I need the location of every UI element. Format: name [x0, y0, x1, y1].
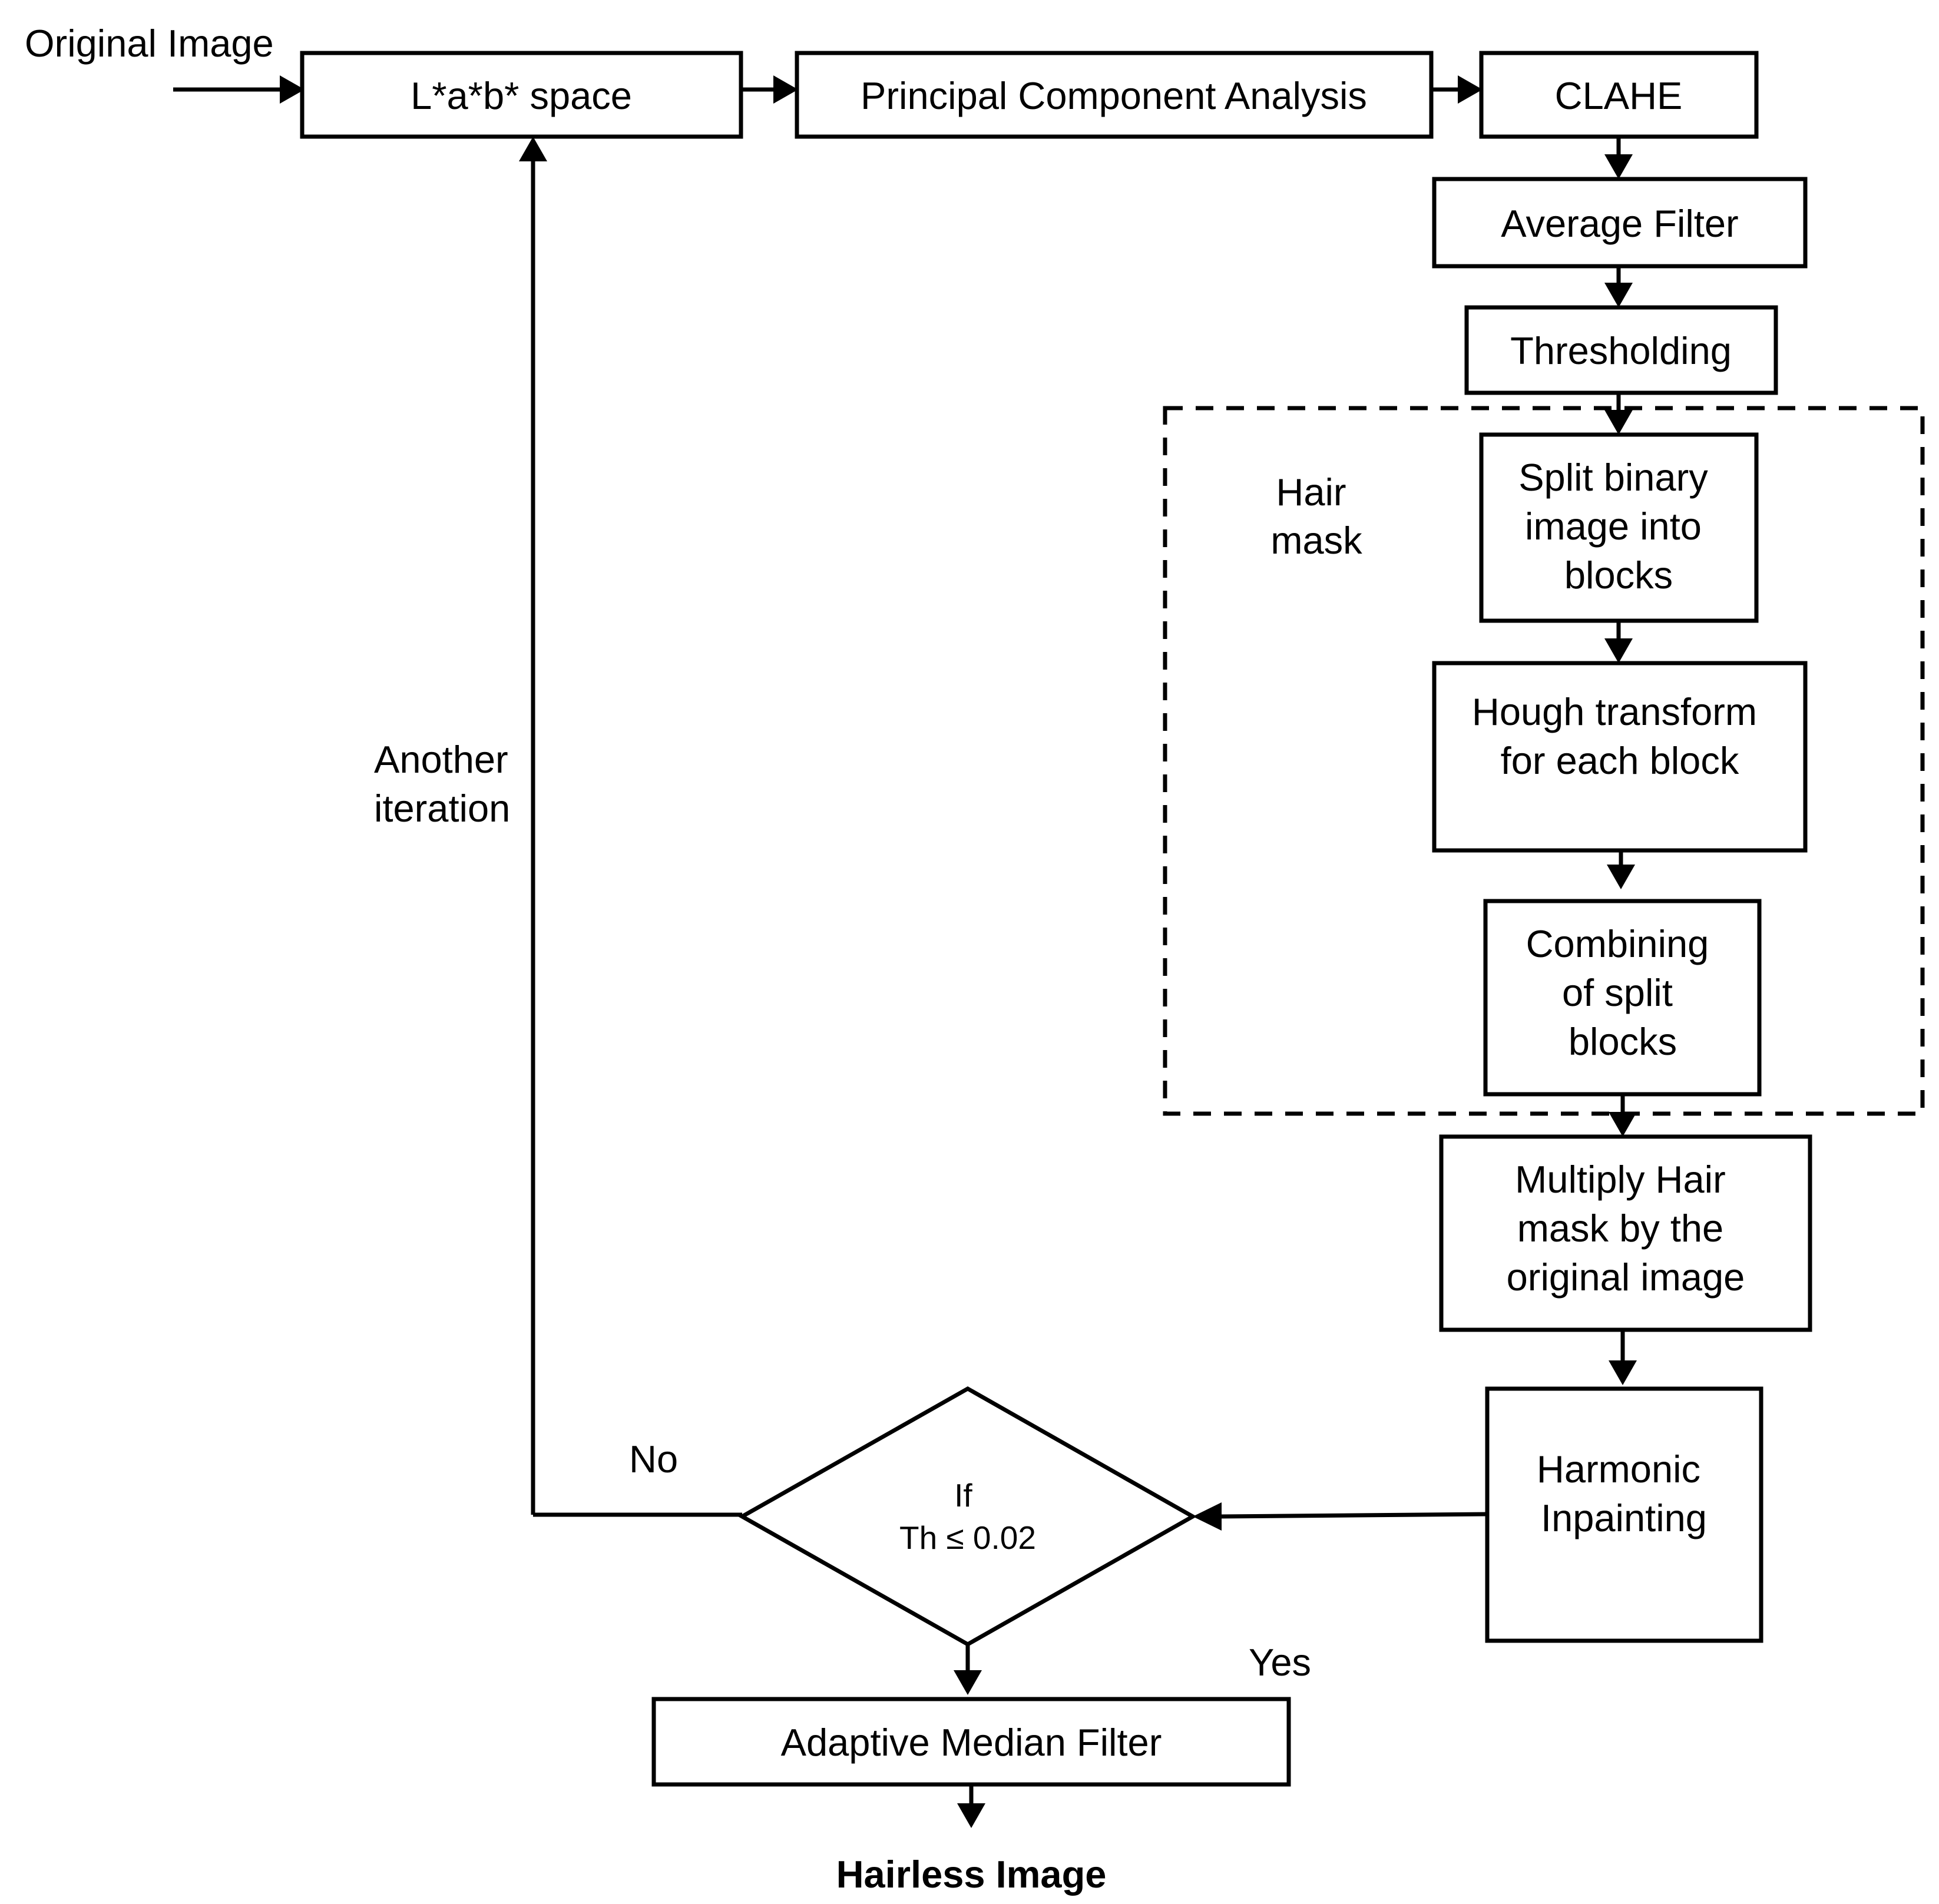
- decision-to-median-head: [954, 1670, 982, 1695]
- pca-box: [795, 51, 1434, 139]
- hough-transform-label: Hough transform for each block: [1472, 690, 1768, 782]
- output-label: Hairless Image: [836, 1853, 1107, 1896]
- hair-mask-group: [1163, 406, 1925, 1116]
- decision-diamond: [737, 1386, 1197, 1647]
- hair-mask-label: Hair mask: [1270, 471, 1362, 562]
- clahe-to-average-head: [1604, 154, 1633, 179]
- harmonic-inpainting-box: [1485, 1386, 1763, 1643]
- multiply-to-inpaint-head: [1609, 1360, 1637, 1385]
- input-label: Original Image: [25, 22, 274, 65]
- inpaint-to-decision-head: [1193, 1502, 1222, 1531]
- lab-to-pca-head: [773, 75, 798, 104]
- inpaint-to-decision-line: [1220, 1512, 1488, 1519]
- median-to-output-head: [957, 1803, 985, 1828]
- pca-to-clahe-head: [1458, 75, 1483, 104]
- loop-arrow-head: [519, 137, 547, 161]
- thresholding-label: Thresholding: [1510, 329, 1732, 372]
- multiply-mask-label: Multiply Hair mask by the original image: [1507, 1158, 1745, 1299]
- split-blocks-label: Split binary image into blocks: [1518, 456, 1719, 597]
- branch-yes-label: Yes: [1249, 1641, 1311, 1684]
- adaptive-median-label: Adaptive Median Filter: [781, 1721, 1162, 1764]
- hough-transform-box: [1432, 661, 1808, 853]
- lab-space-box: [300, 51, 743, 139]
- decision-label: If Th ≤ 0.02: [899, 1477, 1036, 1556]
- combining-blocks-box: [1483, 899, 1762, 1097]
- average-filter-box: [1432, 177, 1808, 269]
- adaptive-median-box: [651, 1697, 1291, 1787]
- split-blocks-box: [1479, 432, 1759, 623]
- hough-to-combine-head: [1607, 865, 1635, 889]
- split-to-hough-head: [1604, 638, 1633, 663]
- average-to-threshold-head: [1604, 283, 1633, 307]
- multiply-mask-box: [1439, 1134, 1812, 1332]
- clahe-label: CLAHE: [1555, 74, 1683, 117]
- loop-label: Another iteration: [374, 738, 519, 830]
- pca-label: Principal Component Analysis: [861, 74, 1367, 117]
- harmonic-inpainting-label: Harmonic Inpainting: [1537, 1448, 1711, 1539]
- input-arrow-head: [280, 75, 305, 104]
- average-filter-label: Average Filter: [1501, 202, 1738, 245]
- branch-no-label: No: [629, 1438, 678, 1481]
- combining-blocks-label: Combining of split blocks: [1526, 922, 1720, 1063]
- lab-space-label: L*a*b* space: [411, 74, 632, 117]
- threshold-to-split-head: [1604, 410, 1633, 435]
- thresholding-box: [1464, 305, 1778, 395]
- combine-to-multiply-head: [1609, 1112, 1637, 1137]
